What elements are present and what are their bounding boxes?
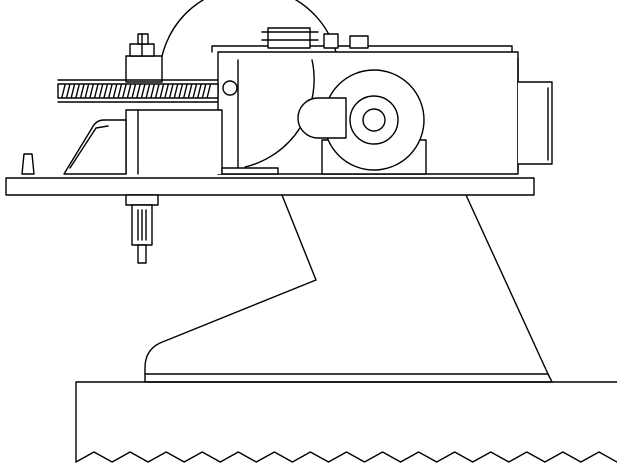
- eccentric-arm: [298, 98, 346, 138]
- gear-tooth: [85, 85, 88, 97]
- gear-tooth: [114, 85, 117, 97]
- bracket-wedge: [64, 120, 126, 174]
- gear-tooth: [132, 85, 135, 97]
- pivot-hole: [223, 81, 237, 95]
- gear-tooth: [137, 85, 140, 97]
- column-foot: [126, 110, 222, 174]
- lower-spindle-tip: [138, 245, 146, 263]
- lower-spindle: [126, 195, 158, 263]
- gear-tooth: [175, 85, 178, 97]
- wheel-hub-inner: [363, 109, 385, 131]
- gear-tooth: [156, 85, 159, 97]
- pedestal-foot: [548, 374, 552, 382]
- gear-tooth: [118, 85, 121, 97]
- gear-tooth: [198, 85, 201, 97]
- ground-wavy-edge: [76, 452, 617, 462]
- gear-tooth: [76, 85, 79, 97]
- support-pedestal: [145, 195, 552, 382]
- top-fittings: [262, 28, 368, 48]
- gear-tooth: [160, 85, 163, 97]
- gear-tooth: [100, 85, 103, 97]
- spindle-tip: [138, 34, 148, 44]
- ground-block: [76, 382, 617, 462]
- gear-tooth: [184, 85, 187, 97]
- pedestal-outline: [145, 195, 548, 374]
- base-plate: [6, 178, 534, 195]
- gear-tooth: [128, 85, 131, 97]
- gear-tooth: [90, 85, 93, 97]
- gear-tooth: [165, 85, 168, 97]
- gear-tooth: [151, 85, 154, 97]
- gear-teeth: [62, 85, 210, 97]
- spindle-assembly: [126, 34, 162, 82]
- gear-tooth: [146, 85, 149, 97]
- housing-right-plate: [518, 82, 552, 164]
- gear-tooth: [109, 85, 112, 97]
- gear-tooth: [179, 85, 182, 97]
- column-base-plate: [222, 168, 278, 174]
- gear-tooth: [189, 85, 192, 97]
- gear-tooth: [207, 85, 210, 97]
- gear-tooth: [104, 85, 107, 97]
- lower-spindle-collar: [126, 195, 158, 205]
- gear-tooth: [67, 85, 70, 97]
- left-post: [22, 154, 34, 174]
- gear-tooth: [193, 85, 196, 97]
- gear-tooth: [123, 85, 126, 97]
- top-block: [268, 28, 310, 48]
- drive-wheel-assembly: [298, 70, 426, 174]
- gear-tooth: [62, 85, 65, 97]
- gear-tooth: [71, 85, 74, 97]
- gear-tooth: [203, 85, 206, 97]
- gear-tooth: [95, 85, 98, 97]
- gear-tooth: [170, 85, 173, 97]
- gear-wheel: [58, 80, 218, 102]
- motor-column: [22, 110, 278, 174]
- ground-block-outline: [76, 382, 617, 462]
- top-stud: [350, 36, 368, 48]
- gear-tooth: [142, 85, 145, 97]
- bracket-wedge-inner: [70, 126, 108, 168]
- top-stud: [324, 34, 338, 48]
- gear-tooth: [81, 85, 84, 97]
- gear-hub: [126, 56, 162, 82]
